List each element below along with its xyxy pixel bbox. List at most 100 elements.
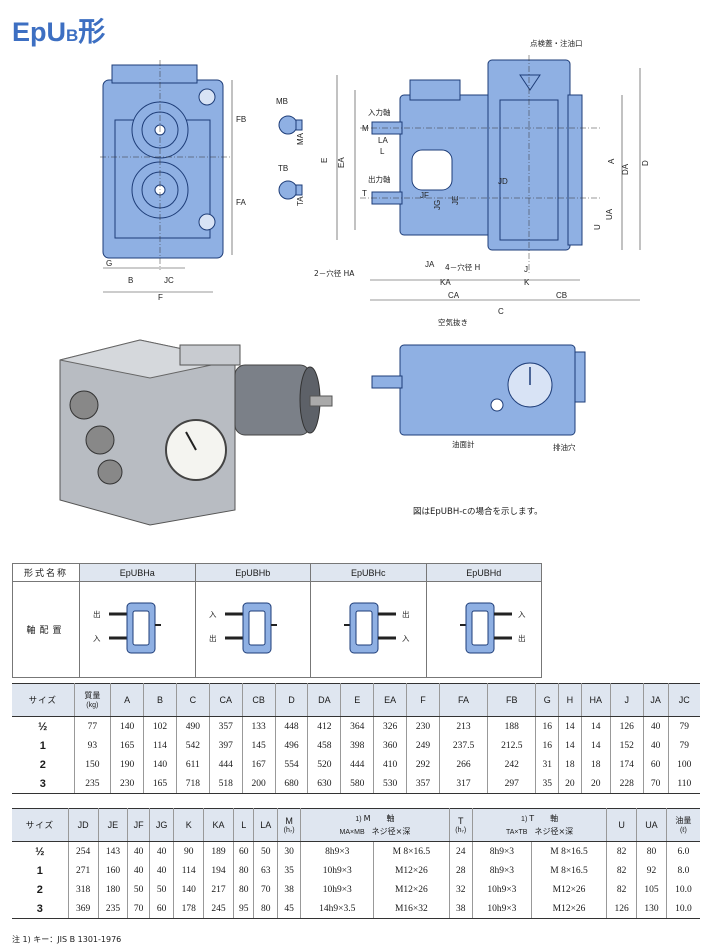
col-header: H bbox=[558, 683, 582, 717]
col-header: JC bbox=[667, 683, 700, 717]
dimension-table-1: サイズ 質量(kg) A B C CA CB D DA E EA F FA FB… bbox=[12, 683, 700, 794]
dim-T: T bbox=[362, 189, 367, 198]
col-header: E bbox=[340, 683, 375, 717]
dim-J: J bbox=[524, 265, 528, 274]
dim-EA: EA bbox=[337, 157, 346, 168]
dim-TB: TB bbox=[278, 164, 288, 173]
col-header: G bbox=[535, 683, 560, 717]
col-header: U bbox=[606, 808, 638, 842]
col-header: LA bbox=[253, 808, 278, 842]
model-name: EpUBHb bbox=[194, 563, 311, 582]
col-header: HA bbox=[580, 683, 611, 717]
arrangement-ha-schematic: 出 入 bbox=[79, 581, 196, 678]
dim-C: C bbox=[498, 307, 504, 316]
dim-hole-HA: 2－穴径 HA bbox=[314, 268, 355, 278]
col-header: CB bbox=[241, 683, 276, 717]
model-name: EpUBHd bbox=[425, 563, 542, 582]
shaft-details: MB MA TB TA bbox=[276, 97, 305, 206]
lower-side-view: 空気抜き 油面計 排油穴 bbox=[371, 317, 586, 452]
dim-D: D bbox=[641, 160, 650, 166]
model-name: EpUBHa bbox=[79, 563, 196, 582]
dim-G: G bbox=[106, 259, 112, 268]
arrangement-row-label: 軸配置 bbox=[12, 581, 80, 678]
dim-JF: JF bbox=[420, 191, 429, 200]
col-header: K bbox=[173, 808, 205, 842]
col-header: JE bbox=[97, 808, 129, 842]
col-header: JG bbox=[148, 808, 175, 842]
dim-LA-top: LA bbox=[378, 136, 388, 145]
col-header: KA bbox=[203, 808, 234, 842]
svg-text:出: 出 bbox=[209, 633, 217, 643]
dim-UA: UA bbox=[605, 208, 614, 220]
col-header: L bbox=[232, 808, 255, 842]
svg-text:出: 出 bbox=[402, 609, 410, 619]
col-header: JF bbox=[127, 808, 150, 842]
dim-MB: MB bbox=[276, 97, 288, 106]
col-header: D bbox=[274, 683, 309, 717]
dim-M: M bbox=[362, 124, 369, 133]
dim-CA: CA bbox=[448, 291, 460, 300]
dim-hole-H: 4－穴径 H bbox=[445, 262, 480, 272]
col-M: M(h₇) bbox=[276, 808, 302, 842]
dim-JC: JC bbox=[164, 276, 174, 285]
label-drain-hole: 排油穴 bbox=[553, 442, 576, 452]
col-oil: 油量(ℓ) bbox=[665, 808, 700, 842]
footnote: 注 1) キー：JIS B 1301-1976 bbox=[12, 935, 122, 944]
col-header: J bbox=[609, 683, 644, 717]
dim-U: U bbox=[593, 224, 602, 230]
col-header: F bbox=[406, 683, 440, 717]
arrangement-hd-schematic: 入 出 bbox=[425, 581, 542, 678]
dim-FA: FA bbox=[236, 198, 246, 207]
dim-K: K bbox=[524, 278, 530, 287]
dim-DA: DA bbox=[621, 163, 630, 175]
label-oil-gauge: 油面計 bbox=[452, 439, 475, 449]
dim-FB: FB bbox=[236, 115, 246, 124]
col-header: UA bbox=[636, 808, 667, 842]
dim-TA: TA bbox=[296, 196, 305, 206]
label-output-shaft: 出力軸 bbox=[368, 174, 391, 184]
side-view: 点検蓋・注油口 入力軸 出力軸 M LA L T JF JG JE JD EA … bbox=[314, 38, 650, 316]
dim-B: B bbox=[128, 276, 133, 285]
dim-JA: JA bbox=[425, 260, 435, 269]
col-header: FB bbox=[487, 683, 537, 717]
col-header: JD bbox=[67, 808, 99, 842]
col-header: CA bbox=[208, 683, 243, 717]
front-view: FB FA G B JC F bbox=[100, 60, 246, 302]
dim-JG: JG bbox=[433, 200, 442, 210]
dim-F: F bbox=[158, 293, 163, 302]
col-header: A bbox=[110, 683, 145, 717]
dim-MA: MA bbox=[296, 132, 305, 145]
dim-E: E bbox=[320, 158, 329, 163]
dim-JE: JE bbox=[451, 196, 460, 205]
dim-JD: JD bbox=[498, 177, 508, 186]
svg-text:入: 入 bbox=[93, 634, 101, 643]
model-name: EpUBHc bbox=[310, 563, 427, 582]
product-photo bbox=[59, 339, 333, 526]
col-T: T(h₇) bbox=[448, 808, 473, 842]
col-size: サイズ bbox=[12, 808, 69, 842]
label-input-shaft: 入力軸 bbox=[368, 107, 391, 117]
dim-CB: CB bbox=[556, 291, 567, 300]
dim-KA: KA bbox=[440, 278, 451, 287]
col-header: DA bbox=[307, 683, 342, 717]
arrangement-hb-schematic: 入 出 bbox=[194, 581, 311, 678]
col-mass: 質量(kg) bbox=[73, 683, 112, 717]
svg-text:入: 入 bbox=[402, 634, 410, 643]
col-header: JA bbox=[642, 683, 669, 717]
shaft-arrangement-table: 形式名称 EpUBHa EpUBHb EpUBHc EpUBHd 軸配置 出 入… bbox=[12, 563, 542, 678]
svg-text:出: 出 bbox=[93, 609, 101, 619]
col-header: EA bbox=[373, 683, 408, 717]
label-air-vent: 空気抜き bbox=[438, 317, 468, 327]
col-size: サイズ bbox=[12, 683, 75, 717]
col-header: FA bbox=[438, 683, 489, 717]
technical-drawing: .body{fill:#8fb0e3;stroke:#1e3d78;stroke… bbox=[59, 38, 650, 526]
